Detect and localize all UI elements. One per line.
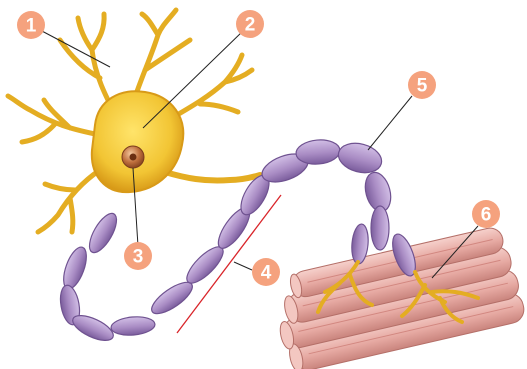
callout-5: 5 xyxy=(408,71,436,99)
callout-4-label: 4 xyxy=(261,263,272,284)
callout-1-label: 1 xyxy=(26,16,37,37)
callout-3: 3 xyxy=(124,242,152,270)
callout-2-label: 2 xyxy=(245,15,256,36)
cell-body xyxy=(92,91,183,192)
callout-4: 4 xyxy=(252,258,280,286)
callout-1: 1 xyxy=(17,11,45,39)
callout-2: 2 xyxy=(236,10,264,38)
callout-5-label: 5 xyxy=(417,76,428,97)
callout-3-label: 3 xyxy=(133,247,144,268)
callout-6: 6 xyxy=(472,200,500,228)
callout-6-label: 6 xyxy=(481,205,492,226)
nucleus xyxy=(122,146,144,168)
